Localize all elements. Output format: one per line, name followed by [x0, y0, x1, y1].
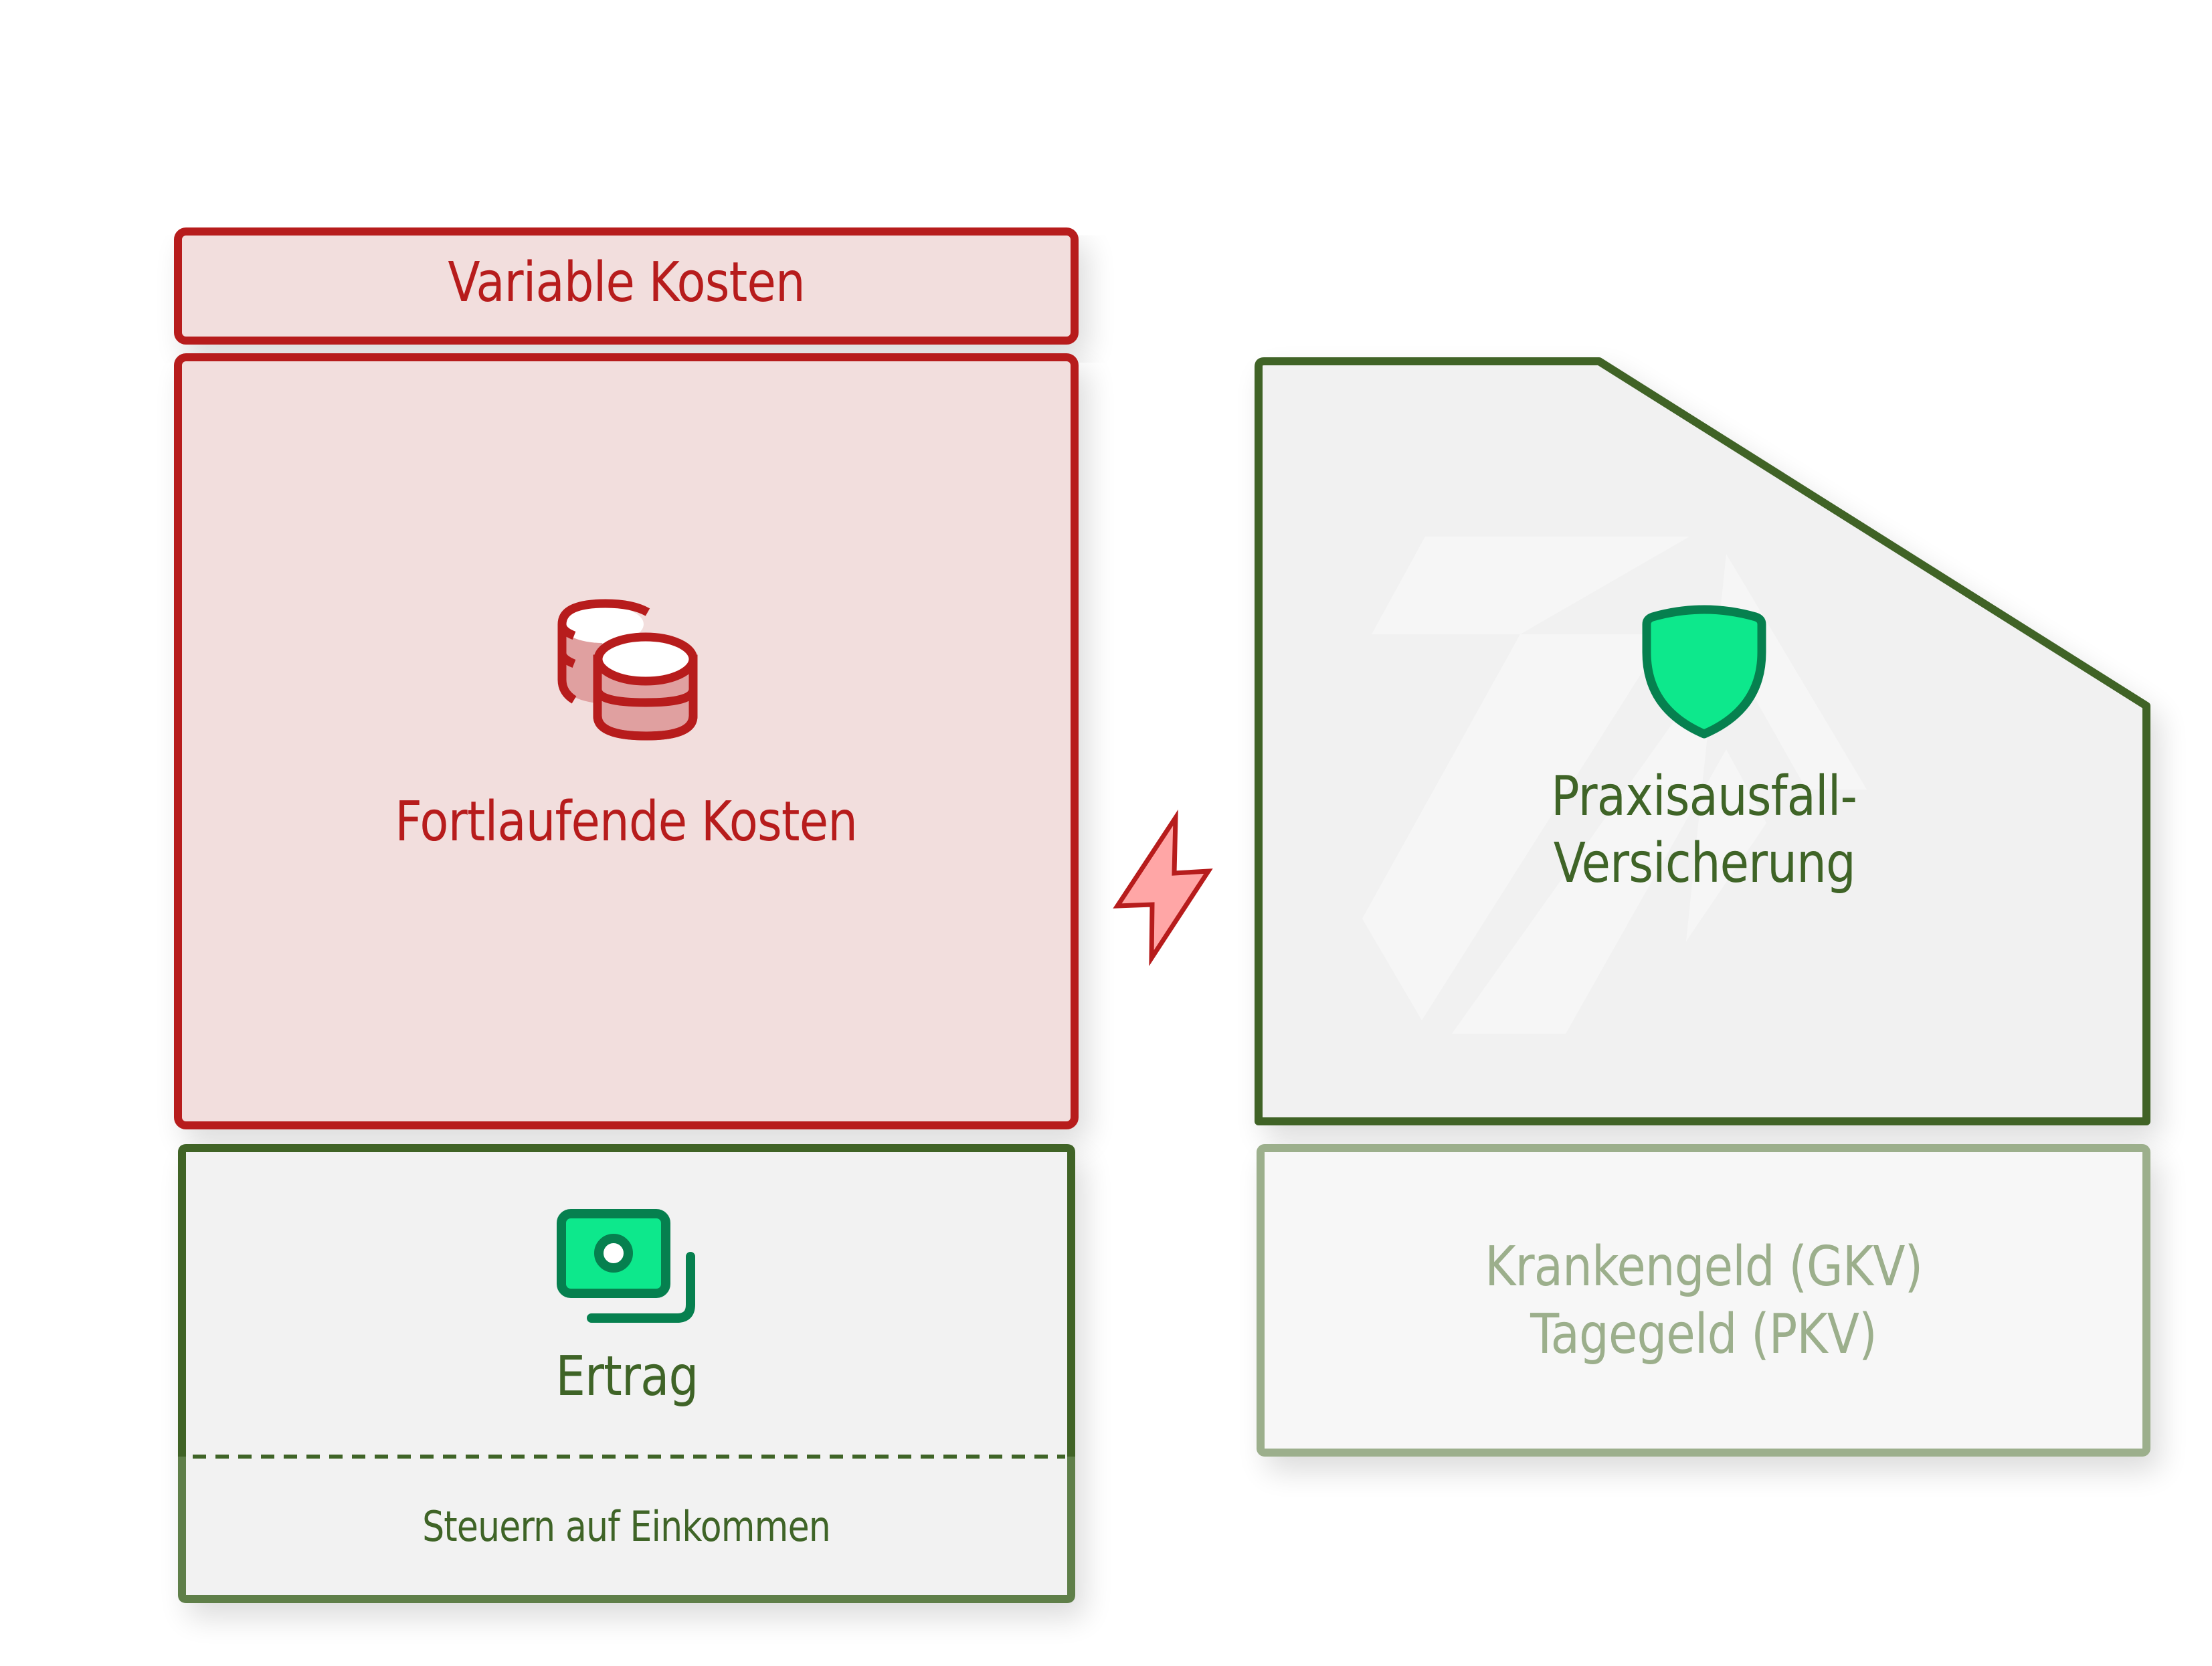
coins-icon [557, 599, 698, 741]
insurance-text-1: Praxisausfall- [1551, 765, 1858, 828]
running-costs-label: Fortlaufende Kosten [178, 795, 1075, 850]
taxes-label: Steuern auf Einkommen [182, 1506, 1071, 1548]
alternatives-text-1: Krankengeld (GKV) [1484, 1235, 1923, 1299]
lightning-icon [1113, 809, 1213, 966]
insurance-label-line2: Versicherung [1503, 836, 1905, 891]
income-box [178, 1144, 1075, 1603]
running-costs-text: Fortlaufende Kosten [395, 790, 858, 854]
income-label: Ertrag [182, 1350, 1071, 1404]
running-costs-box [174, 353, 1079, 1129]
insurance-label-line1: Praxisausfall- [1503, 769, 1905, 824]
money-icon [557, 1209, 695, 1323]
variable-costs-label: Variable Kosten [178, 256, 1075, 310]
alternatives-label-line1: Krankengeld (GKV) [1261, 1240, 2146, 1295]
income-text: Ertrag [555, 1345, 699, 1408]
insurance-box [1255, 357, 2150, 1125]
taxes-text: Steuern auf Einkommen [422, 1502, 832, 1551]
variable-costs-text: Variable Kosten [448, 251, 805, 314]
alternatives-text-2: Tagegeld (PKV) [1530, 1303, 1877, 1366]
alternatives-label-line2: Tagegeld (PKV) [1261, 1307, 2146, 1362]
variable-costs-box [174, 227, 1079, 345]
alternatives-box [1257, 1144, 2150, 1457]
insurance-text-2: Versicherung [1553, 832, 1855, 895]
shield-icon [1642, 605, 1766, 739]
